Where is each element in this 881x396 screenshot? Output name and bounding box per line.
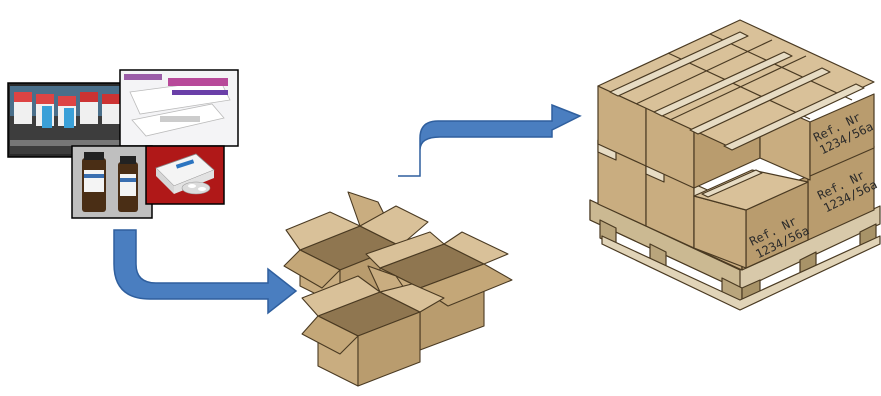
flow-arrow-to-pallet (398, 105, 580, 176)
palletized-load (590, 20, 880, 310)
shipping-cartons-group (284, 192, 512, 386)
blister-pack-photo (146, 146, 224, 204)
primary-packages-collage (8, 70, 238, 218)
pharma-packs-photo (120, 70, 238, 146)
flow-arrow-to-cartons (114, 230, 296, 313)
medicine-bottles-photo (72, 146, 152, 218)
